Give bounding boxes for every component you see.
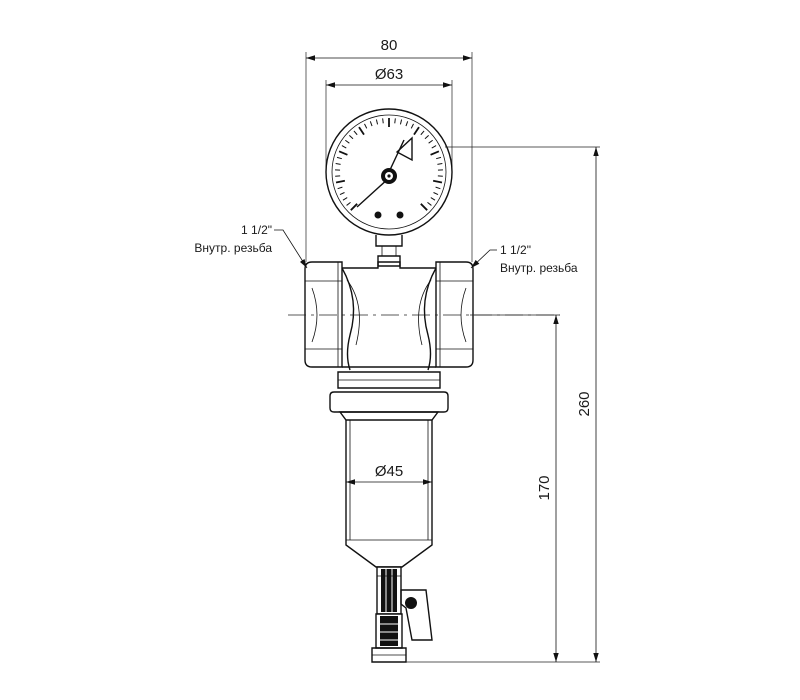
gauge-tick: [369, 121, 373, 127]
dimension-height-to-axis: 170: [536, 315, 559, 662]
gauge-tick: [420, 203, 428, 211]
gauge-tick: [335, 179, 346, 184]
gauge-tick: [430, 150, 440, 156]
dimension-label-260: 260: [576, 391, 593, 416]
dimension-overall-width: 80: [305, 37, 473, 262]
thread-callout-right: 1 1/2" Внутр. резьба: [470, 243, 578, 275]
dimension-label-d63: Ø63: [375, 66, 403, 83]
gauge-tick: [437, 163, 443, 165]
pressure-gauge: [325, 108, 453, 267]
gauge-tick: [436, 156, 442, 160]
gauge-tick: [410, 123, 414, 129]
gauge-tick: [433, 192, 439, 196]
dimension-label-170: 170: [536, 475, 553, 500]
gauge-tick: [427, 201, 432, 206]
drain-valve: [371, 566, 433, 663]
dimension-overall-height: 260: [576, 147, 599, 662]
callout-left-thread: Внутр. резьба: [194, 241, 272, 255]
gauge-tick: [375, 119, 379, 125]
gauge-tick: [346, 201, 351, 206]
dimension-label-d45: Ø45: [375, 463, 403, 480]
callout-right-size: 1 1/2": [500, 243, 531, 257]
dimension-gauge-diameter: Ø63: [325, 66, 453, 170]
gauge-tick: [338, 150, 348, 156]
gauge-tick: [349, 134, 354, 140]
gauge-tick: [431, 145, 437, 149]
gauge-tick: [432, 179, 443, 184]
gauge-tick: [430, 197, 436, 201]
dimension-flask-diameter: Ø45: [346, 463, 432, 485]
gauge-tick: [364, 123, 368, 129]
callout-left-size: 1 1/2": [241, 223, 272, 237]
gauge-tick: [342, 197, 348, 201]
gauge-tick: [405, 121, 409, 127]
gauge-tick: [413, 126, 420, 136]
callout-right-thread: Внутр. резьба: [500, 261, 578, 275]
dimension-label-80: 80: [381, 37, 398, 54]
thread-callout-left: 1 1/2" Внутр. резьба: [194, 223, 308, 269]
filter-flask: [345, 420, 433, 568]
gauge-scale-ticks: [335, 118, 443, 211]
gauge-tick: [336, 156, 342, 160]
gauge-tick: [335, 163, 341, 165]
gauge-tick: [339, 192, 345, 196]
gauge-tick: [341, 145, 347, 149]
gauge-tick: [420, 130, 425, 136]
gauge-tick: [345, 139, 350, 144]
gauge-tick: [353, 130, 358, 136]
gauge-tick: [399, 119, 403, 125]
gauge-tick: [358, 126, 365, 136]
gauge-tick: [424, 134, 429, 140]
gauge-tick: [382, 118, 384, 124]
gauge-tick: [394, 118, 396, 124]
gauge-tick: [428, 139, 433, 144]
gauge-tick: [350, 203, 358, 211]
gauge-tick: [337, 186, 343, 190]
filter-body: [304, 261, 474, 421]
gauge-tick: [435, 186, 441, 190]
